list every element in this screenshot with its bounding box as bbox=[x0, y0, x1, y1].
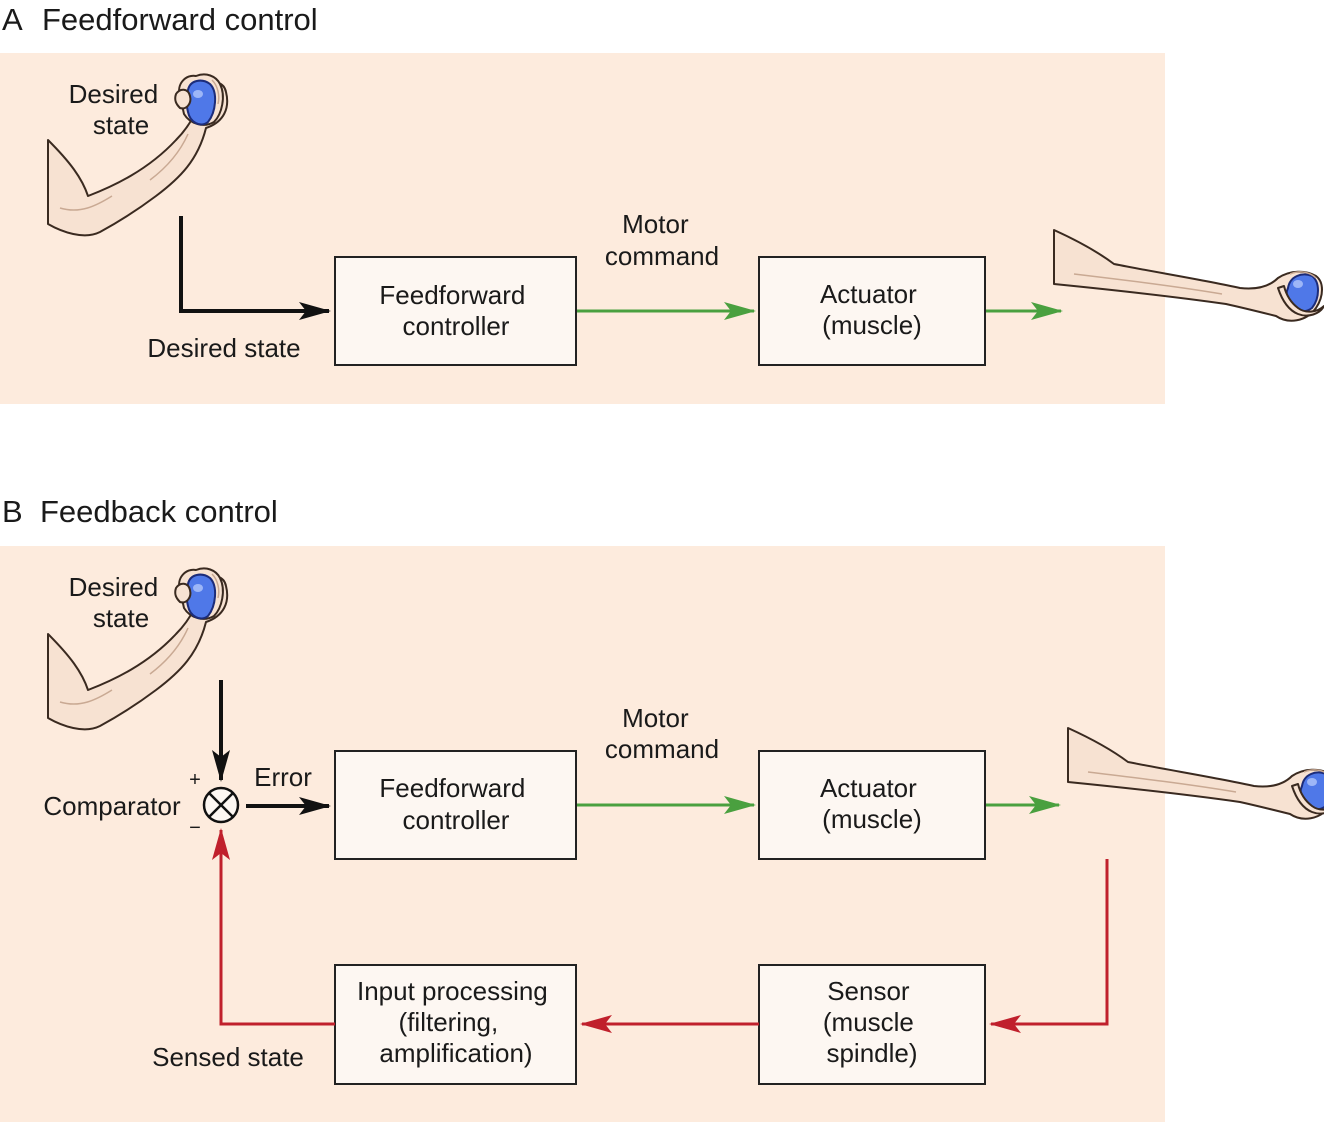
panel-a-letter: A bbox=[2, 2, 23, 37]
sensed-state-arrow bbox=[212, 828, 335, 1026]
actuator-box bbox=[758, 750, 986, 860]
feedforward-controller-label-line-1: Feedforward bbox=[379, 773, 525, 803]
comparator-summing-junction-icon bbox=[202, 786, 240, 824]
sensor-label-line-3: spindle) bbox=[826, 1038, 917, 1068]
input-processing-label-line-3: amplification) bbox=[379, 1038, 532, 1068]
actuator-label-line-1: Actuator bbox=[820, 773, 917, 803]
desired-state-caption: Desired state bbox=[69, 572, 166, 633]
desired-state-arrow bbox=[179, 216, 331, 320]
motor-command-label-line-2: command bbox=[605, 734, 719, 764]
motor-command-label: Motor command bbox=[605, 209, 719, 271]
panel-a: A Feedforward control Desired state Desi… bbox=[0, 2, 1324, 404]
actuator-label-line-2: (muscle) bbox=[822, 804, 922, 834]
panel-b-letter: B bbox=[2, 494, 23, 529]
input-processing-label: Input processing (filtering, amplificati… bbox=[357, 976, 555, 1068]
actuator-label-line-1: Actuator bbox=[820, 279, 917, 309]
feedforward-controller-label: Feedforward controller bbox=[379, 280, 532, 341]
panel-b: B Feedback control Desired state + − Com… bbox=[0, 494, 1324, 1122]
comparator-label: Comparator bbox=[43, 791, 181, 821]
input-processing-label-line-1: Input processing bbox=[357, 976, 548, 1006]
input-processing-label-line-2: (filtering, bbox=[399, 1007, 499, 1037]
motor-command-label-line-1: Motor bbox=[622, 209, 689, 239]
sensor-label-line-2: (muscle bbox=[823, 1007, 914, 1037]
motor-command-label: Motor command bbox=[605, 703, 719, 764]
comparator-minus-sign: − bbox=[189, 817, 201, 839]
feedforward-controller-label-line-2: controller bbox=[403, 311, 510, 341]
sensor-label-line-1: Sensor bbox=[827, 976, 910, 1006]
input-processing-box bbox=[334, 964, 577, 1085]
error-label: Error bbox=[254, 762, 312, 792]
panel-b-title: Feedback control bbox=[40, 494, 278, 529]
sensed-state-label: Sensed state bbox=[152, 1042, 304, 1072]
comparator-plus-sign: + bbox=[189, 769, 201, 791]
panel-a-title: Feedforward control bbox=[42, 2, 318, 37]
desired-state-input-label: Desired state bbox=[147, 333, 300, 363]
panel-b-background bbox=[0, 546, 1165, 1122]
actuator-label-line-2: (muscle) bbox=[822, 310, 922, 340]
actuator-label: Actuator (muscle) bbox=[820, 773, 924, 834]
feedforward-controller-label: Feedforward controller bbox=[379, 773, 532, 835]
actuator-label: Actuator (muscle) bbox=[820, 279, 924, 340]
feedforward-controller-box bbox=[334, 750, 577, 860]
motor-command-label-line-2: command bbox=[605, 241, 719, 271]
desired-state-caption-line-1: Desired bbox=[69, 79, 159, 109]
feedforward-controller-box bbox=[334, 256, 577, 366]
actuator-box bbox=[758, 256, 986, 366]
desired-state-caption-line-2: state bbox=[93, 603, 149, 633]
desired-state-caption: Desired state bbox=[69, 79, 166, 140]
feedforward-controller-label-line-1: Feedforward bbox=[379, 280, 525, 310]
feedforward-controller-label-line-2: controller bbox=[403, 805, 510, 835]
sensor-label: Sensor (muscle spindle) bbox=[823, 976, 921, 1068]
arm-to-sensor-arrow bbox=[989, 859, 1109, 1033]
motor-command-label-line-1: Motor bbox=[622, 703, 689, 733]
desired-state-caption-line-2: state bbox=[93, 110, 149, 140]
desired-state-caption-line-1: Desired bbox=[69, 572, 159, 602]
